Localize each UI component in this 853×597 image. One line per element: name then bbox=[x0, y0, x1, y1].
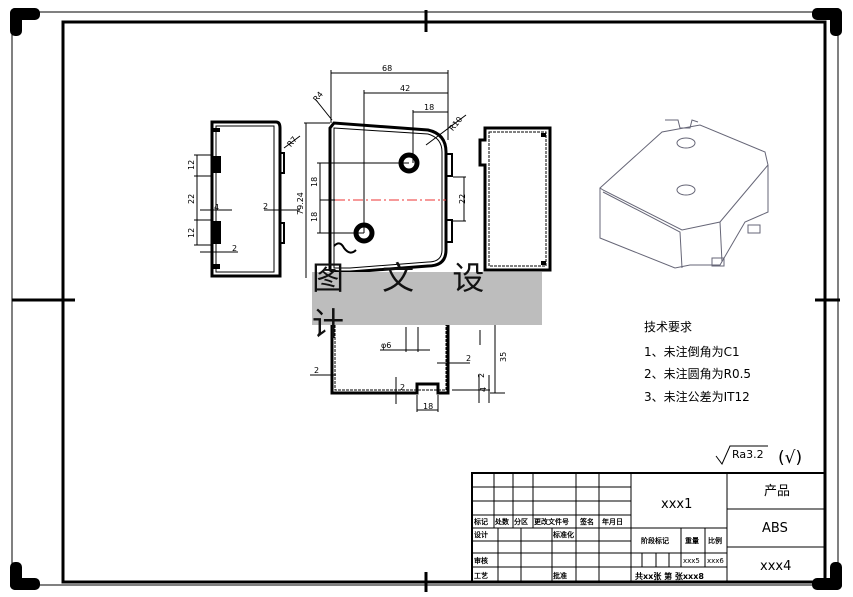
standardization-label: 标准化 bbox=[552, 530, 574, 539]
dim-79-24: 79.24 bbox=[296, 192, 305, 215]
dim-18b: 18 bbox=[310, 212, 319, 222]
dim-35: 35 bbox=[499, 352, 508, 362]
dim-r7: R7 bbox=[285, 135, 299, 149]
process-label: 工艺 bbox=[474, 571, 488, 580]
approve-label: 批准 bbox=[553, 571, 567, 580]
dim-18: 18 bbox=[424, 103, 434, 112]
product-label: 产品 bbox=[764, 484, 790, 499]
tech-req-item: 1、未注倒角为C1 bbox=[644, 344, 740, 359]
watermark: 图 文 设 计 bbox=[312, 259, 542, 343]
technical-requirements: 技术要求 1、未注倒角为C1 2、未注圆角为R0.5 3、未注公差为IT12 bbox=[644, 320, 751, 404]
tech-req-title: 技术要求 bbox=[644, 320, 692, 334]
dim-2e: 2 bbox=[477, 373, 486, 378]
dim-18a: 18 bbox=[310, 177, 319, 187]
dimension-labels: 68 42 18 R4 R10 R7 79.24 18 18 22 12 22 … bbox=[187, 64, 508, 411]
dim-22-left: 22 bbox=[187, 194, 196, 204]
left-view bbox=[194, 120, 301, 278]
weight-value: xxx5 bbox=[683, 557, 700, 565]
drawing-frame bbox=[61, 20, 827, 584]
header-date: 年月日 bbox=[602, 517, 623, 526]
design-label: 设计 bbox=[474, 530, 488, 539]
front-view bbox=[304, 70, 467, 278]
bottom-view bbox=[310, 325, 505, 412]
dim-2a: 2 bbox=[232, 244, 237, 253]
review-label: 审核 bbox=[474, 556, 488, 565]
right-view bbox=[478, 126, 552, 272]
dim-phi6: φ6 bbox=[381, 341, 391, 350]
header-count: 处数 bbox=[494, 517, 510, 526]
sheet-count: 共xx张 第 张xxx8 bbox=[635, 571, 704, 581]
svg-text:Ra3.2: Ra3.2 bbox=[732, 448, 764, 461]
scale-value: xxx6 bbox=[707, 557, 724, 565]
dim-r4: R4 bbox=[311, 90, 325, 104]
drawing-name: xxx1 bbox=[661, 497, 692, 512]
dim-2c: 2 bbox=[314, 366, 319, 375]
dim-68: 68 bbox=[382, 64, 392, 73]
center-marks bbox=[12, 10, 840, 592]
dim-2f: 2 bbox=[400, 383, 405, 392]
dim-12b: 12 bbox=[187, 228, 196, 238]
scale-label: 比例 bbox=[708, 536, 722, 545]
title-block: 标记 处数 分区 更改文件号 签名 年月日 设计 标准化 审核 工艺 批准 阶段… bbox=[471, 472, 826, 583]
dim-4b: 4 bbox=[479, 387, 488, 392]
header-zone: 分区 bbox=[514, 517, 528, 526]
header-mark: 标记 bbox=[473, 517, 488, 526]
drawing-number: xxx4 bbox=[760, 559, 791, 574]
isometric-view bbox=[599, 119, 769, 269]
tech-req-item: 2、未注圆角为R0.5 bbox=[644, 366, 751, 381]
material: ABS bbox=[762, 521, 788, 536]
weight-label: 重量 bbox=[685, 536, 699, 545]
surface-finish-symbol: Ra3.2 (√) bbox=[715, 445, 802, 468]
dim-18c: 18 bbox=[423, 402, 433, 411]
dim-2b: 2 bbox=[263, 202, 268, 211]
dim-12a: 12 bbox=[187, 160, 196, 170]
header-change-doc: 更改文件号 bbox=[534, 517, 569, 526]
corner-marks bbox=[10, 8, 842, 590]
tech-req-item: 3、未注公差为IT12 bbox=[644, 389, 750, 404]
dim-42: 42 bbox=[400, 84, 410, 93]
dim-22-right: 22 bbox=[458, 194, 467, 204]
svg-text:(√): (√) bbox=[778, 448, 802, 468]
dim-2d: 2 bbox=[466, 354, 471, 363]
stage-mark-label: 阶段标记 bbox=[641, 536, 669, 545]
dim-4: 4 bbox=[214, 203, 219, 212]
header-signature: 签名 bbox=[579, 517, 594, 526]
